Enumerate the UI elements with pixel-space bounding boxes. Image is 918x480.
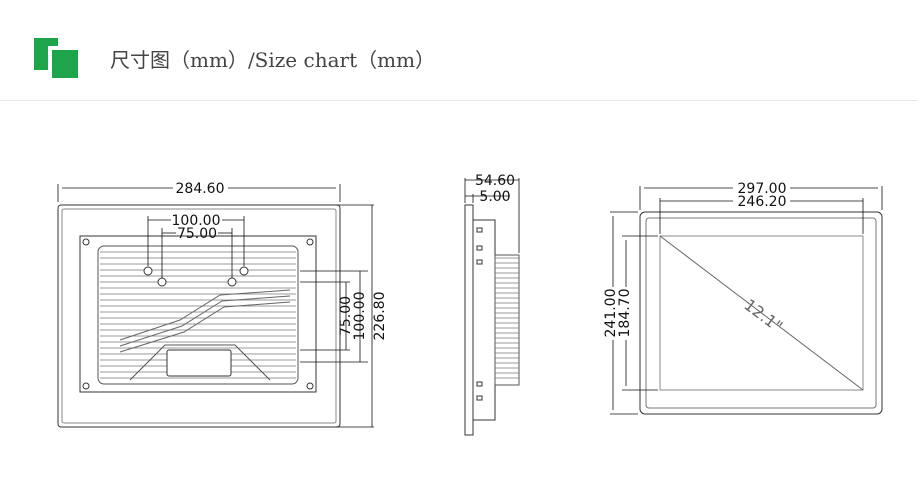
rear-housing [79,235,317,393]
dim-height-75: 75.00 [338,296,354,336]
side-view [464,204,520,436]
header-divider [0,100,918,101]
screen-inner-frame [645,217,877,409]
title-english: /Size chart（mm） [247,48,436,72]
dim-depth-54: 54.60 [475,173,515,189]
vesa-hole-icon [143,266,153,276]
vesa-hole-icon [239,266,249,276]
port-icon [476,259,483,265]
heatsink-strip [119,295,291,347]
dimension-drawing: 284.60 100.00 75.00 75.00 100.00 226.80 … [57,173,883,436]
front-dimensions [57,184,374,428]
port-icon [476,395,483,401]
side-heatsink [494,254,520,386]
screw-icon [82,238,90,246]
dim-screen-184: 184.70 [617,289,633,338]
port-icon [476,227,483,233]
front-panel-view [57,204,341,428]
dim-bezel-5: 5.00 [479,189,510,205]
front-outer-frame [57,204,341,428]
side-bezel [464,204,474,436]
vesa-hole-icon [227,277,237,287]
dim-height-100: 100.00 [352,292,368,341]
port-icon [476,381,483,387]
vesa-hole-icon [157,277,167,287]
label-plate [166,349,232,377]
dim-height-241: 241.00 [603,289,619,338]
header: 尺寸图（mm）/Size chart（mm） [0,0,918,100]
screen-outer-frame [639,211,883,415]
title-chinese: 尺寸图（mm） [110,48,248,72]
brand-logo-icon [34,38,78,78]
port-icon [476,245,483,251]
screw-icon [82,382,90,390]
display-area [659,235,864,391]
dim-width-297: 297.00 [738,181,787,197]
side-fins [495,257,519,379]
dim-width-284: 284.60 [176,181,225,197]
side-housing [472,219,496,421]
heatsink-strip [119,301,291,353]
diagonal-size-label: 12.1" [740,295,786,336]
heatsink [97,245,299,385]
side-dimensions [464,178,520,253]
heatsink-strip [119,289,291,341]
dim-hole-75: 75.00 [177,226,217,242]
diagonal-line [659,235,864,391]
heatsink-fins [100,251,296,379]
screen-dimensions [610,186,883,415]
page-title: 尺寸图（mm）/Size chart（mm） [110,44,435,73]
dim-hole-100: 100.00 [172,213,221,229]
screen-view [639,211,883,415]
dim-height-226: 226.80 [372,292,388,341]
io-trapezoid [129,344,271,381]
front-inner-frame [61,208,337,424]
screw-icon [306,238,314,246]
screw-icon [306,382,314,390]
dim-screen-246: 246.20 [738,194,787,210]
